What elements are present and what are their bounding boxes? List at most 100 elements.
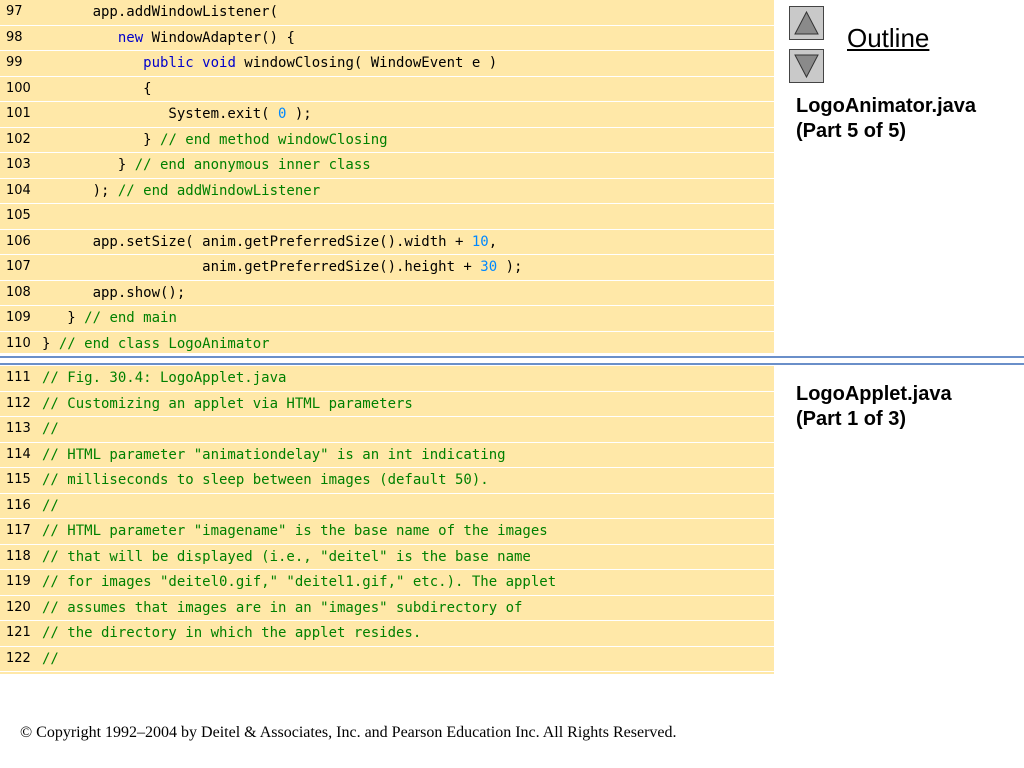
code-line: 108 app.show(); bbox=[0, 281, 774, 306]
code-line: 103 } // end anonymous inner class bbox=[0, 153, 774, 179]
line-number: 102 bbox=[6, 131, 31, 147]
code-line: 119// for images "deitel0.gif," "deitel1… bbox=[0, 570, 774, 596]
code-token bbox=[42, 30, 118, 46]
code-line: 99 public void windowClosing( WindowEven… bbox=[0, 51, 774, 77]
line-number: 99 bbox=[6, 55, 23, 70]
code-token: new bbox=[117, 29, 144, 46]
code-token: // HTML parameter "animationdelay" is an… bbox=[42, 446, 506, 463]
code-token: 10 bbox=[471, 233, 489, 250]
code-text: } // end main bbox=[42, 306, 177, 330]
code-line: 101 System.exit( 0 ); bbox=[0, 102, 774, 128]
code-text: // assumes that images are in an "images… bbox=[42, 596, 522, 620]
code-line: 107 anim.getPreferredSize().height + 30 … bbox=[0, 255, 774, 281]
code-text: app.addWindowListener( bbox=[42, 0, 278, 24]
code-token: } bbox=[42, 310, 85, 326]
code-token: // bbox=[42, 650, 59, 667]
line-number: 112 bbox=[6, 395, 31, 411]
code-token: // assumes that images are in an "images… bbox=[42, 599, 523, 616]
code-text: // that will be displayed (i.e., "deitel… bbox=[42, 545, 531, 569]
file-part-line: (Part 5 of 5) bbox=[796, 120, 907, 142]
line-number: 118 bbox=[6, 548, 31, 564]
code-token: // the directory in which the applet res… bbox=[42, 625, 422, 641]
code-token: // for images "deitel0.gif," "deitel1.gi… bbox=[42, 574, 557, 590]
code-text: // bbox=[42, 647, 59, 671]
code-text: // milliseconds to sleep between images … bbox=[42, 468, 489, 492]
code-token: } bbox=[42, 157, 135, 173]
code-token: public void bbox=[143, 55, 236, 71]
code-line: 118 // that will be displayed (i.e., "dei… bbox=[0, 545, 774, 570]
code-text: new WindowAdapter() { bbox=[42, 26, 295, 50]
file-title-logoapplet: LogoApplet.java (Part 1 of 3) bbox=[796, 382, 952, 432]
code-token bbox=[42, 55, 143, 71]
code-token: // HTML parameter "imagename" is the bas… bbox=[42, 523, 548, 539]
line-number: 100 bbox=[6, 80, 31, 96]
previous-slide-button[interactable] bbox=[789, 6, 824, 40]
code-line: 97 app.addWindowListener( bbox=[0, 0, 774, 26]
triangle-up-icon bbox=[794, 10, 819, 35]
code-token: // bbox=[42, 421, 59, 437]
code-line: 114 // HTML parameter "animationdelay" is… bbox=[0, 443, 774, 468]
code-token: app.setSize( anim.getPreferredSize().wid… bbox=[42, 233, 472, 250]
code-line: 122 // bbox=[0, 647, 774, 672]
code-line: 109 } // end main bbox=[0, 306, 774, 332]
line-number: 104 bbox=[6, 182, 31, 198]
code-token: // bbox=[42, 497, 59, 514]
line-number: 107 bbox=[6, 259, 31, 274]
code-token: // that will be displayed (i.e., "deitel… bbox=[42, 548, 531, 565]
code-token: 0 bbox=[278, 106, 287, 122]
code-token: // milliseconds to sleep between images … bbox=[42, 472, 489, 488]
code-text: // the directory in which the applet res… bbox=[42, 621, 421, 645]
line-number: 111 bbox=[6, 370, 31, 385]
file-part-line: (Part 1 of 3) bbox=[796, 408, 907, 430]
code-token: } bbox=[42, 131, 161, 148]
code-token: 30 bbox=[480, 259, 498, 275]
code-line: 105 bbox=[0, 204, 774, 230]
next-slide-button[interactable] bbox=[789, 49, 824, 83]
line-number: 121 bbox=[6, 625, 31, 640]
code-token: app.show(); bbox=[42, 284, 186, 301]
line-number: 113 bbox=[6, 421, 31, 436]
code-token: // end anonymous inner class bbox=[134, 157, 371, 173]
line-number: 108 bbox=[6, 284, 31, 300]
code-token: ); bbox=[497, 259, 523, 275]
line-number: 101 bbox=[6, 106, 31, 121]
line-number: 120 bbox=[6, 599, 31, 615]
code-text: ); // end addWindowListener bbox=[42, 179, 321, 203]
code-text: anim.getPreferredSize().height + 30 ); bbox=[42, 255, 522, 279]
code-line: 117// HTML parameter "imagename" is the … bbox=[0, 519, 774, 545]
code-token: // end method windowClosing bbox=[160, 131, 388, 148]
separator-line bbox=[0, 356, 1024, 358]
code-text: app.setSize( anim.getPreferredSize().wid… bbox=[42, 230, 498, 254]
code-token: ); bbox=[286, 106, 312, 122]
code-token: // end class LogoAnimator bbox=[58, 335, 270, 352]
line-number: 106 bbox=[6, 233, 31, 249]
code-line: 115 // milliseconds to sleep between imag… bbox=[0, 468, 774, 494]
code-token: ); bbox=[42, 182, 118, 199]
copyright-footer: © Copyright 1992–2004 by Deitel & Associ… bbox=[20, 724, 677, 741]
code-token: anim.getPreferredSize().height + bbox=[42, 259, 481, 275]
triangle-down-icon bbox=[794, 54, 819, 79]
line-number: 122 bbox=[6, 650, 31, 666]
line-number: 109 bbox=[6, 310, 31, 325]
code-text: public void windowClosing( WindowEvent e… bbox=[42, 51, 497, 75]
code-token: windowClosing( WindowEvent e ) bbox=[235, 55, 498, 71]
code-token: // end addWindowListener bbox=[117, 182, 321, 199]
code-panel-part-5: 97 app.addWindowListener(98 new WindowAd… bbox=[0, 0, 774, 357]
line-number: 105 bbox=[6, 208, 31, 223]
line-number: 97 bbox=[6, 4, 23, 19]
code-line: 98 new WindowAdapter() { bbox=[0, 26, 774, 51]
outline-link[interactable]: Outline bbox=[847, 23, 930, 53]
code-text: System.exit( 0 ); bbox=[42, 102, 312, 126]
code-text: } // end class LogoAnimator bbox=[42, 332, 270, 356]
line-number: 115 bbox=[6, 472, 31, 487]
line-number: 110 bbox=[6, 335, 31, 351]
code-line: 120 // assumes that images are in an "ima… bbox=[0, 596, 774, 621]
code-text: // for images "deitel0.gif," "deitel1.gi… bbox=[42, 570, 556, 594]
code-text: // Customizing an applet via HTML parame… bbox=[42, 392, 413, 416]
code-line: 110 } // end class LogoAnimator bbox=[0, 332, 774, 357]
code-line: 112 // Customizing an applet via HTML par… bbox=[0, 392, 774, 417]
code-text: } // end anonymous inner class bbox=[42, 153, 371, 177]
code-line: 113 // bbox=[0, 417, 774, 443]
code-token: { bbox=[42, 80, 152, 97]
line-number: 114 bbox=[6, 446, 31, 462]
